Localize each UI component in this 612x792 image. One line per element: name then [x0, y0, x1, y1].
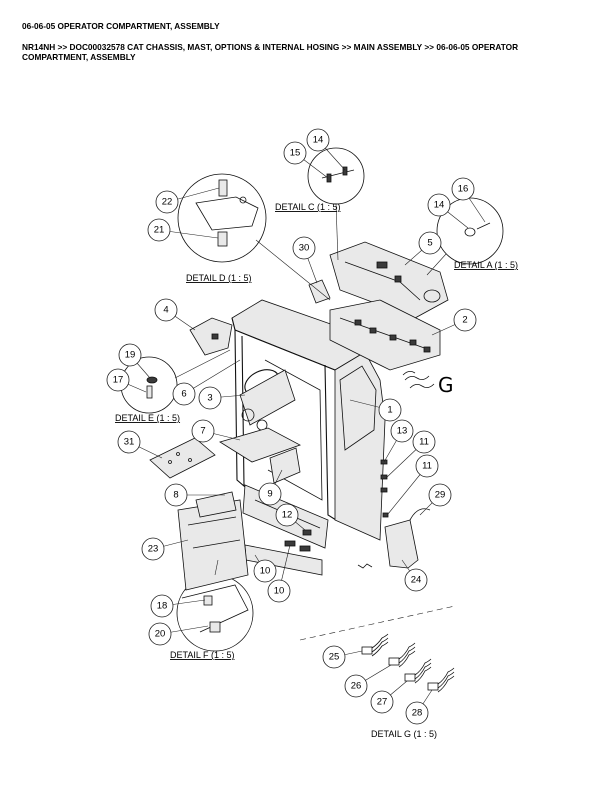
svg-text:14: 14	[434, 200, 445, 211]
svg-text:17: 17	[113, 375, 124, 386]
svg-text:28: 28	[412, 708, 423, 719]
callout-11a: 11	[412, 430, 436, 454]
svg-text:9: 9	[267, 489, 272, 500]
detail-d-label: DETAIL D (1 : 5)	[186, 273, 252, 283]
breadcrumb: NR14NH >> DOC00032578 CAT CHASSIS, MAST,…	[22, 42, 519, 62]
detail-f-circle	[176, 574, 254, 652]
callout-31: 31	[117, 430, 141, 454]
svg-text:4: 4	[163, 305, 168, 316]
svg-text:8: 8	[173, 490, 178, 501]
connector-28	[427, 667, 455, 693]
svg-text:13: 13	[397, 426, 408, 437]
svg-text:12: 12	[282, 510, 293, 521]
callout-13: 13	[390, 419, 414, 443]
callout-21: 21	[147, 218, 171, 242]
svg-text:24: 24	[411, 575, 422, 586]
callout-9: 9	[258, 482, 282, 506]
instrument-panel-5	[329, 241, 449, 319]
svg-text:10: 10	[274, 586, 285, 597]
callout-5: 5	[418, 231, 442, 255]
callout-10b: 10	[267, 579, 291, 603]
svg-text:14: 14	[313, 135, 324, 146]
callout-14a: 14	[306, 128, 330, 152]
svg-text:23: 23	[148, 544, 159, 555]
svg-text:5: 5	[427, 238, 432, 249]
detail-c-label: DETAIL C (1 : 5)	[275, 202, 341, 212]
callout-11b: 11	[415, 454, 439, 478]
callout-1: 1	[378, 398, 402, 422]
callout-15: 15	[283, 141, 307, 165]
connector-25	[361, 633, 389, 657]
callout-29: 29	[428, 483, 452, 507]
detail-e-label: DETAIL E (1 : 5)	[115, 413, 180, 423]
detail-f-label: DETAIL F (1 : 5)	[170, 650, 235, 660]
callout-7: 7	[191, 419, 215, 443]
svg-text:6: 6	[181, 389, 186, 400]
callout-28: 28	[405, 701, 429, 725]
callout-27: 27	[370, 690, 394, 714]
callouts: 1 2 3 4 5 6 7 8 9 10 10 11 11 12 13 14 1	[106, 128, 486, 725]
detail-e-circle	[120, 356, 178, 414]
detail-d-circle	[177, 173, 267, 263]
callout-4: 4	[154, 298, 178, 322]
callout-18: 18	[150, 594, 174, 618]
callout-2: 2	[453, 308, 477, 332]
harness-g	[402, 371, 435, 389]
callout-23: 23	[141, 537, 165, 561]
front-panel-23	[177, 491, 249, 591]
svg-text:18: 18	[157, 601, 168, 612]
callout-24: 24	[404, 568, 428, 592]
callout-12: 12	[275, 503, 299, 527]
callout-20: 20	[148, 622, 172, 646]
detail-g-dash-line	[299, 605, 456, 641]
mat-31	[149, 437, 216, 479]
detail-g-letter: G	[438, 373, 454, 397]
callout-3: 3	[198, 386, 222, 410]
svg-text:2: 2	[462, 315, 467, 326]
svg-text:16: 16	[458, 184, 469, 195]
connector-27	[404, 658, 432, 684]
page-title: 06-06-05 OPERATOR COMPARTMENT, ASSEMBLY	[22, 21, 220, 31]
svg-text:1: 1	[387, 405, 392, 416]
svg-text:29: 29	[435, 490, 446, 501]
svg-text:27: 27	[377, 697, 388, 708]
svg-text:7: 7	[200, 426, 205, 437]
control-module-2	[329, 299, 441, 371]
svg-text:19: 19	[125, 350, 136, 361]
callout-22: 22	[155, 190, 179, 214]
svg-text:11: 11	[422, 461, 432, 472]
svg-text:21: 21	[154, 225, 165, 236]
callout-30: 30	[292, 236, 316, 260]
detail-a-label: DETAIL A (1 : 5)	[454, 260, 518, 270]
svg-text:10: 10	[260, 566, 271, 577]
callout-10a: 10	[253, 559, 277, 583]
bracket-4	[189, 317, 233, 356]
connector-26	[388, 642, 416, 668]
svg-text:25: 25	[329, 652, 340, 663]
callout-6: 6	[172, 382, 196, 406]
svg-text:15: 15	[290, 148, 301, 159]
callout-25: 25	[322, 645, 346, 669]
detail-g-label: DETAIL G (1 : 5)	[371, 729, 437, 739]
svg-text:30: 30	[299, 243, 310, 254]
svg-text:3: 3	[207, 393, 212, 404]
svg-text:26: 26	[351, 681, 362, 692]
detail-connectors	[174, 203, 447, 576]
svg-text:31: 31	[124, 437, 135, 448]
callout-16: 16	[451, 177, 475, 201]
callout-8: 8	[164, 483, 188, 507]
svg-text:20: 20	[155, 629, 166, 640]
svg-text:22: 22	[162, 197, 173, 208]
callout-19: 19	[118, 343, 142, 367]
operator-cabin	[219, 299, 386, 576]
callout-14b: 14	[427, 193, 451, 217]
svg-text:11: 11	[419, 437, 429, 448]
detail-c-circle	[307, 147, 365, 205]
side-cover-24	[384, 508, 431, 569]
callout-26: 26	[344, 674, 368, 698]
callout-17: 17	[106, 368, 130, 392]
detail-a-circle	[436, 197, 504, 265]
